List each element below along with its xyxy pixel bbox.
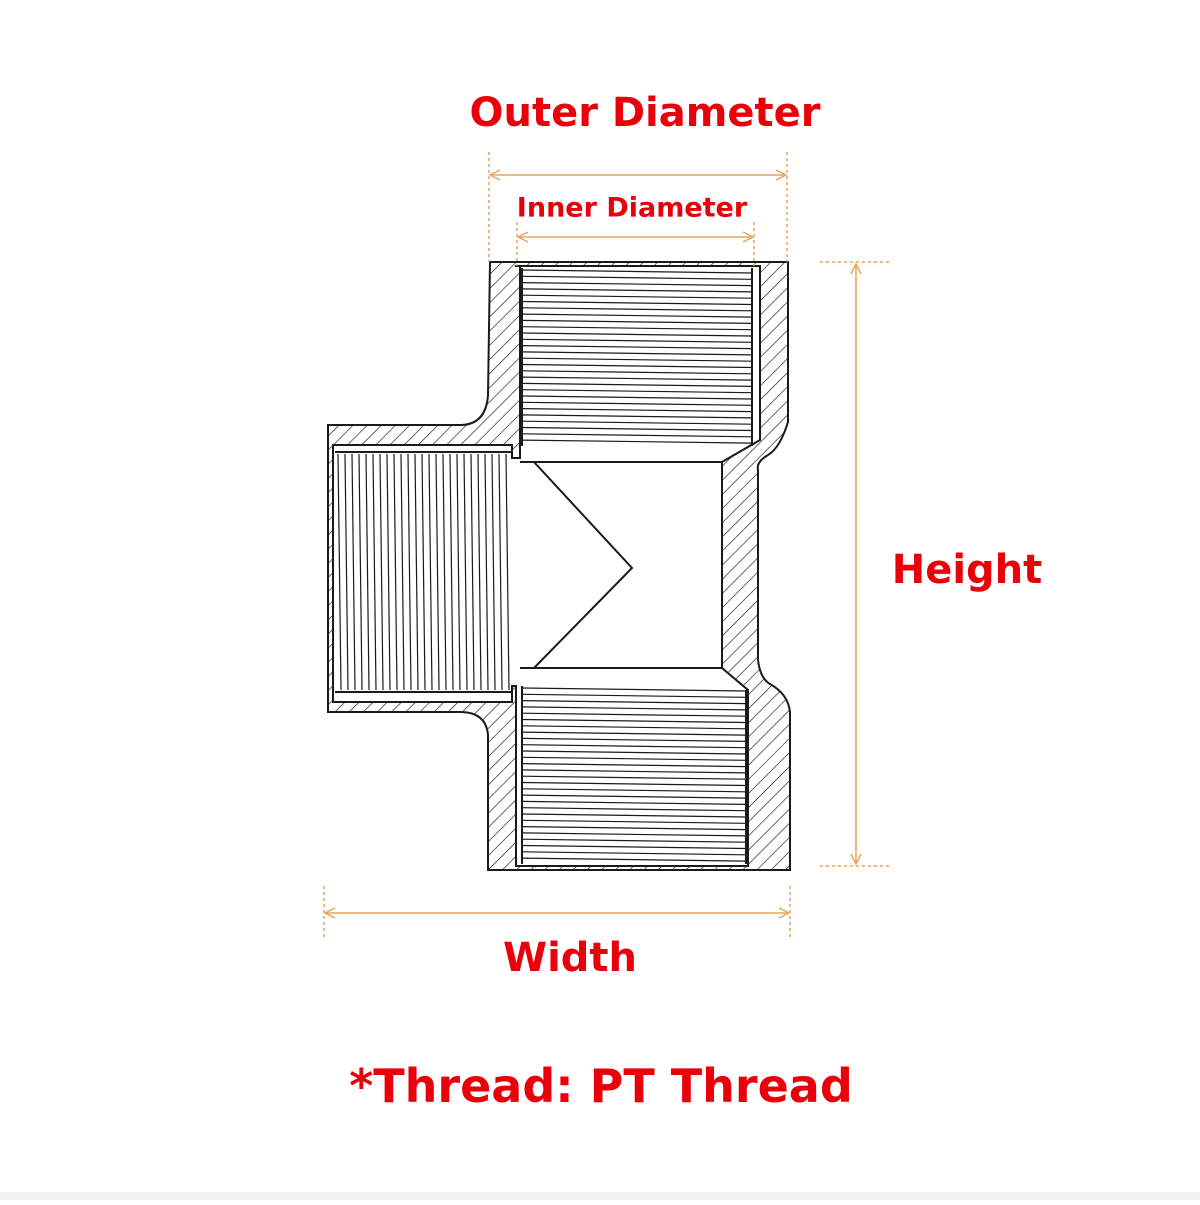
thread-line bbox=[414, 453, 419, 691]
thread-line bbox=[521, 389, 753, 394]
bottom-thread bbox=[521, 686, 747, 864]
outer-diameter-label: Outer Diameter bbox=[469, 90, 821, 136]
thread-line bbox=[521, 775, 747, 780]
thread-line bbox=[428, 453, 433, 691]
thread-line bbox=[521, 781, 747, 787]
dimension-height bbox=[820, 261, 892, 867]
thread-line bbox=[442, 453, 447, 691]
thread-line bbox=[521, 313, 753, 318]
thread-line bbox=[521, 763, 747, 768]
thread-line bbox=[358, 453, 363, 691]
thread-line bbox=[521, 408, 753, 413]
thread-line bbox=[521, 382, 753, 387]
thread-line bbox=[521, 851, 747, 856]
thread-line bbox=[456, 453, 461, 691]
thread-line bbox=[521, 357, 753, 362]
thread-line bbox=[521, 433, 753, 438]
thread-line bbox=[365, 453, 370, 691]
thread-line bbox=[521, 363, 753, 369]
thread-line bbox=[521, 794, 747, 799]
width-label: Width bbox=[502, 935, 638, 981]
thread-line bbox=[393, 453, 398, 691]
dimension-width bbox=[323, 886, 791, 940]
thread-line bbox=[521, 332, 753, 337]
thread-line bbox=[521, 807, 747, 812]
thread-line bbox=[521, 395, 753, 400]
thread-line bbox=[521, 307, 753, 312]
thread-line bbox=[521, 813, 747, 818]
thread-line bbox=[521, 819, 747, 824]
thread-line bbox=[521, 712, 747, 717]
thread-line bbox=[521, 288, 753, 293]
thread-line bbox=[421, 453, 426, 691]
thread-line bbox=[521, 401, 753, 406]
thread-line bbox=[521, 844, 747, 850]
thread-line bbox=[521, 439, 753, 444]
thread-line bbox=[521, 718, 747, 724]
thread-note: *Thread: PT Thread bbox=[349, 1059, 853, 1113]
thread-line bbox=[521, 838, 747, 843]
thread-line bbox=[521, 826, 747, 831]
dimension-inner-diameter bbox=[516, 222, 755, 266]
thread-line bbox=[521, 319, 753, 324]
thread-line bbox=[521, 300, 753, 306]
thread-line bbox=[386, 453, 391, 691]
thread-line bbox=[521, 370, 753, 375]
thread-line bbox=[344, 453, 349, 691]
thread-line bbox=[372, 453, 377, 691]
thread-line bbox=[521, 414, 753, 419]
height-label: Height bbox=[891, 547, 1043, 593]
top-thread bbox=[521, 268, 753, 446]
thread-line bbox=[521, 426, 753, 432]
thread-line bbox=[521, 788, 747, 793]
thread-line bbox=[521, 351, 753, 356]
thread-line bbox=[521, 706, 747, 711]
drill-cone bbox=[520, 461, 634, 669]
thread-line bbox=[521, 269, 753, 274]
thread-line bbox=[379, 453, 384, 691]
thread-line bbox=[521, 769, 747, 774]
thread-line bbox=[521, 338, 753, 343]
thread-line bbox=[400, 453, 405, 691]
thread-line bbox=[521, 345, 753, 350]
thread-line bbox=[521, 420, 753, 425]
thread-line bbox=[435, 453, 440, 691]
thread-line bbox=[521, 756, 747, 761]
thread-line bbox=[521, 800, 747, 805]
thread-line bbox=[521, 737, 747, 742]
thread-line bbox=[521, 832, 747, 837]
dimension-outer-diameter bbox=[488, 152, 788, 262]
thread-line bbox=[463, 453, 468, 691]
thread-line bbox=[351, 453, 356, 691]
thread-line bbox=[521, 693, 747, 698]
thread-line bbox=[484, 453, 489, 691]
thread-line bbox=[521, 731, 747, 736]
thread-line bbox=[521, 750, 747, 755]
thread-line bbox=[521, 326, 753, 331]
thread-line bbox=[521, 725, 747, 730]
inner-diameter-label: Inner Diameter bbox=[516, 192, 748, 224]
thread-line bbox=[521, 700, 747, 705]
thread-line bbox=[491, 453, 496, 691]
thread-line bbox=[498, 453, 503, 691]
bottom-strip bbox=[0, 1192, 1200, 1200]
thread-line bbox=[505, 453, 510, 691]
thread-line bbox=[521, 275, 753, 280]
side-thread bbox=[335, 451, 512, 693]
inner-bore bbox=[332, 265, 761, 867]
thread-line bbox=[337, 453, 342, 691]
thread-line bbox=[407, 453, 412, 691]
thread-line bbox=[449, 453, 454, 691]
thread-line bbox=[521, 687, 747, 692]
thread-line bbox=[521, 857, 747, 862]
thread-line bbox=[521, 376, 753, 381]
thread-line bbox=[521, 294, 753, 299]
thread-line bbox=[470, 453, 475, 691]
thread-line bbox=[521, 744, 747, 749]
thread-line bbox=[521, 282, 753, 287]
thread-line bbox=[477, 453, 482, 691]
